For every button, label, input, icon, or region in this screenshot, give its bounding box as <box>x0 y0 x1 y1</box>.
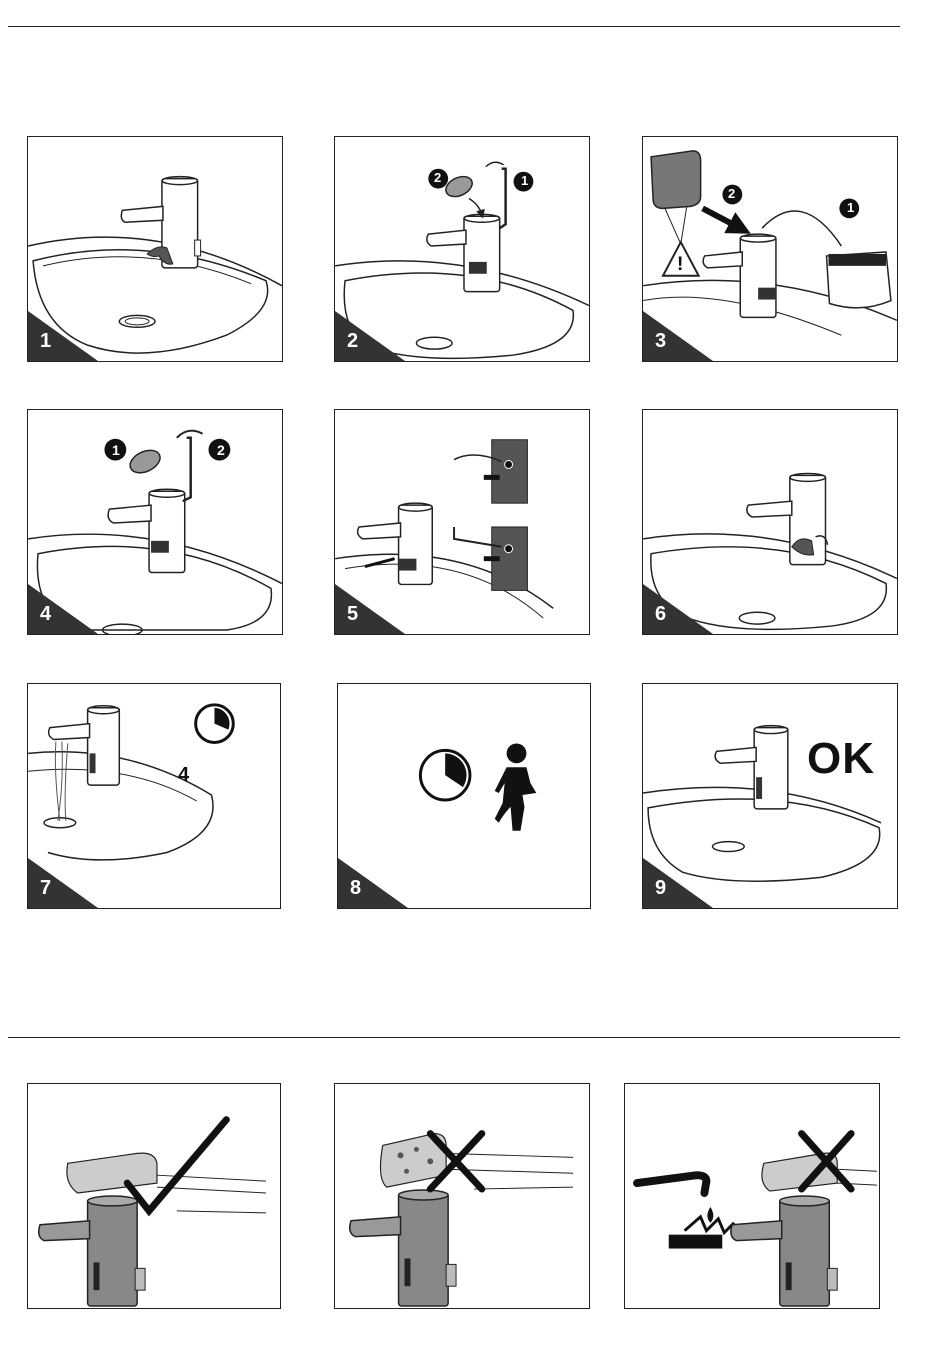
corrosive-icon <box>707 1207 713 1223</box>
step-corner <box>335 311 405 361</box>
step-corner <box>335 584 405 634</box>
top-rule <box>8 26 900 27</box>
cleaning-panel-forbidden-chemicals <box>624 1083 880 1309</box>
step-number: 3 <box>655 330 666 353</box>
callout-number-2: 2 <box>434 170 441 185</box>
step-corner <box>28 584 98 634</box>
step-corner <box>338 858 408 908</box>
step-number: 8 <box>350 877 361 900</box>
callout-number-1: 1 <box>112 442 120 458</box>
step-corner <box>643 858 713 908</box>
step-number: 9 <box>655 877 666 900</box>
step-number: 6 <box>655 603 666 626</box>
step-number: 7 <box>40 877 51 900</box>
step-panel-2: 2 1 2 <box>334 136 590 362</box>
step-corner <box>643 311 713 361</box>
step-corner <box>28 311 98 361</box>
step-panel-7: 4 7 <box>27 683 281 909</box>
chemical-cleaning-illustration <box>625 1084 879 1308</box>
step-panel-8: 8 <box>337 683 591 909</box>
wait-duration-label: 4 <box>178 764 189 787</box>
step-panel-9: OK 9 <box>642 683 898 909</box>
step-number: 4 <box>40 603 51 626</box>
step-panel-3: ! 2 1 3 <box>642 136 898 362</box>
callout-number-1: 1 <box>521 173 528 188</box>
cleaning-panel-allowed <box>27 1083 281 1309</box>
step-corner <box>643 584 713 634</box>
svg-text:!: ! <box>677 253 684 275</box>
ok-label: OK <box>807 734 875 784</box>
cleaning-panel-forbidden-sponge <box>334 1083 590 1309</box>
step-corner <box>28 858 98 908</box>
callout-number-2: 2 <box>728 186 735 201</box>
step-number: 5 <box>347 603 358 626</box>
sponge-cleaning-illustration <box>335 1084 589 1308</box>
step-panel-6: 6 <box>642 409 898 635</box>
step-panel-5: 5 <box>334 409 590 635</box>
step-number: 2 <box>347 330 358 353</box>
callout-number-2: 2 <box>217 442 225 458</box>
step-panel-1: 1 <box>27 136 283 362</box>
step-number: 1 <box>40 330 51 353</box>
callout-number-1: 1 <box>847 200 854 215</box>
section-rule <box>8 1037 900 1038</box>
cloth-cleaning-illustration <box>28 1084 280 1308</box>
step-panel-4: 1 2 4 <box>27 409 283 635</box>
person-icon <box>495 767 537 830</box>
